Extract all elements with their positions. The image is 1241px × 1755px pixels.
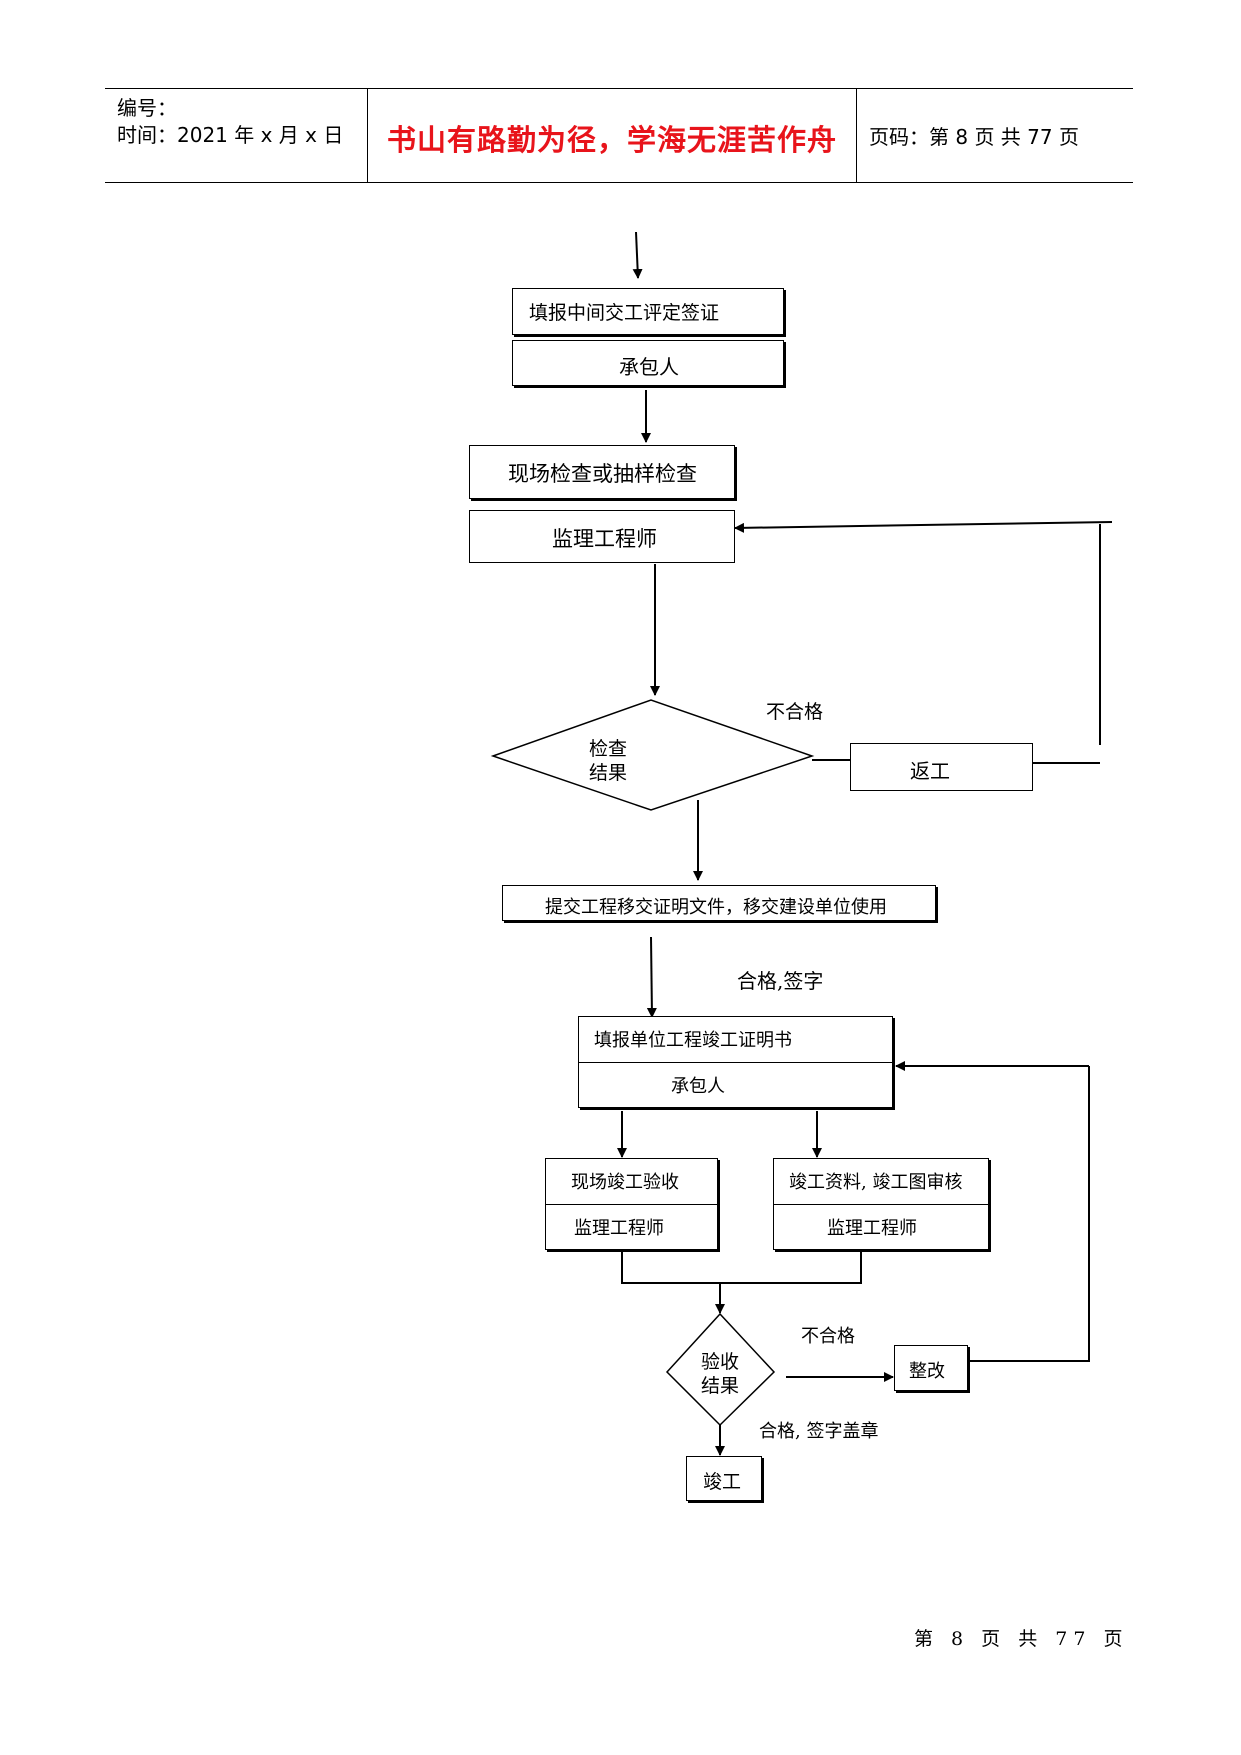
site-acceptance-label: 现场竣工验收: [571, 1172, 679, 1193]
site-acceptance-box: 现场竣工验收 监理工程师: [545, 1158, 718, 1250]
supervisor-label-3: 监理工程师: [827, 1218, 917, 1239]
supervisor-label-2: 监理工程师: [574, 1218, 664, 1239]
fail-label-2: 不合格: [801, 1326, 855, 1347]
fill-interim-label: 填报中间交工评定签证: [529, 302, 720, 324]
acceptance-result-text-1: 验收: [701, 1351, 740, 1373]
site-inspection-box: 现场检查或抽样检查: [469, 445, 735, 499]
check-result-text-2: 结果: [589, 762, 628, 784]
contractor-box-1: 承包人: [512, 340, 784, 386]
header-center-cell: 书山有路勤为径，学海无涯苦作舟: [368, 89, 857, 182]
site-acceptance-divider: [546, 1204, 717, 1205]
page-header: 编号： 时间：2021 年 x 月 x 日 书山有路勤为径，学海无涯苦作舟 页码…: [105, 88, 1133, 183]
completed-label: 竣工: [703, 1471, 742, 1493]
header-right-cell: 页码：第 8 页 共 77 页: [857, 89, 1133, 182]
acceptance-result-text-2: 结果: [701, 1375, 740, 1397]
supervisor-label-1: 监理工程师: [552, 527, 657, 551]
fill-completion-divider: [579, 1062, 892, 1063]
docs-review-box: 竣工资料, 竣工图审核 监理工程师: [773, 1158, 989, 1250]
document-number-label: 编号：: [117, 96, 177, 120]
submit-docs-box: 提交工程移交证明文件，移交建设单位使用: [502, 885, 936, 921]
docs-review-divider: [774, 1204, 988, 1205]
pass-sign-seal-label: 合格, 签字盖章: [759, 1421, 879, 1442]
header-page-info: 页码：第 8 页 共 77 页: [869, 125, 1079, 149]
rectify-label: 整改: [909, 1361, 945, 1382]
fill-interim-box: 填报中间交工评定签证: [512, 288, 784, 335]
submit-docs-label: 提交工程移交证明文件，移交建设单位使用: [545, 897, 887, 918]
line-merge: [621, 1252, 862, 1284]
check-result-text-1: 检查: [589, 738, 628, 760]
header-motto: 书山有路勤为径，学海无涯苦作舟: [386, 123, 837, 157]
rework-label: 返工: [910, 759, 950, 783]
page-footer: 第 8 页 共 77 页: [914, 1628, 1129, 1650]
arrow-entry: [632, 231, 643, 279]
rectify-box: 整改: [894, 1345, 968, 1391]
pass-sign-label: 合格,签字: [737, 969, 824, 993]
rework-box: 返工: [850, 743, 1033, 791]
completed-box: 竣工: [686, 1456, 762, 1501]
contractor-label-1: 承包人: [619, 355, 679, 379]
check-result-diamond: [490, 699, 815, 811]
docs-review-label: 竣工资料, 竣工图审核: [789, 1172, 963, 1193]
header-left-cell: 编号： 时间：2021 年 x 月 x 日: [105, 89, 368, 182]
site-inspection-label: 现场检查或抽样检查: [508, 462, 697, 486]
acceptance-result-diamond: [665, 1312, 776, 1427]
fill-completion-label: 填报单位工程竣工证明书: [594, 1030, 792, 1051]
fail-label-1: 不合格: [766, 701, 824, 723]
document-time-label: 时间：2021 年 x 月 x 日: [117, 123, 344, 147]
contractor-label-2: 承包人: [671, 1076, 725, 1097]
arrow-to-fill-completion: [646, 936, 657, 1018]
line-rectify-loop: [969, 1066, 1090, 1362]
supervisor-box-1: 监理工程师: [469, 510, 735, 563]
fill-completion-box: 填报单位工程竣工证明书 承包人: [578, 1016, 893, 1108]
arrow-loop-to-supervisor: [734, 521, 1113, 533]
